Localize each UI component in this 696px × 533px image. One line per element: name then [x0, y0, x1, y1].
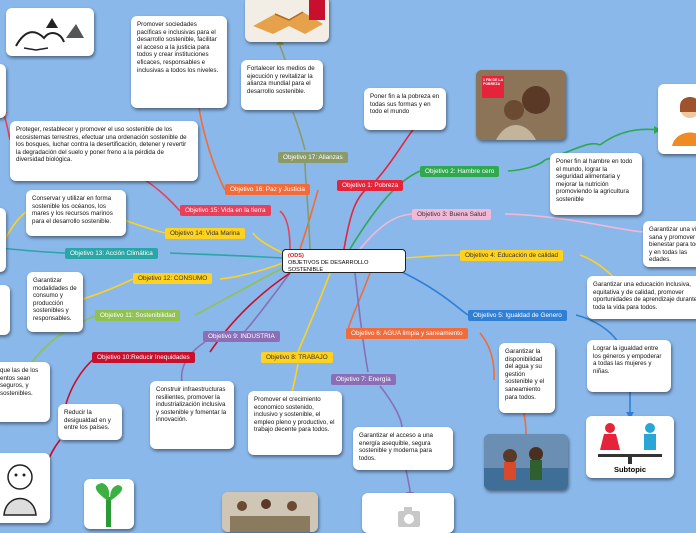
- offscreen-left-node[interactable]: [0, 64, 6, 118]
- objective-1-description[interactable]: Poner fin a la pobreza en todas sus form…: [364, 88, 446, 130]
- objective-12-tag[interactable]: Objetivo 12: CONSUMO: [133, 273, 213, 284]
- objective-5-description[interactable]: Lograr la igualdad entre los géneros y e…: [587, 340, 671, 392]
- family-photo-art: [476, 70, 566, 140]
- objective-3-description[interactable]: Garantizar una vida sana y promover el b…: [643, 221, 696, 267]
- objective-9-description[interactable]: Construir infraestructuras resilientes, …: [150, 381, 234, 449]
- gender-equality-image: Subtopic: [586, 416, 674, 478]
- objective-8-description[interactable]: Promover el crecimiento economico sosten…: [248, 391, 342, 455]
- poverty-badge-label: 1 FIN DE LA POBREZA: [483, 78, 503, 86]
- objective-5-tag[interactable]: Objetivo 5: Igualdad de Genero: [468, 310, 567, 321]
- objective-13-tag[interactable]: Objetivo 13: Acción Climática: [65, 248, 158, 259]
- objective-3-tag[interactable]: Objetivo 3: Buena Salud: [412, 209, 491, 220]
- subtopic-label: Subtopic: [613, 465, 647, 474]
- objective-10-tag[interactable]: Objetivo 10:Reducir Inequidades: [92, 352, 195, 363]
- camera-placeholder: [362, 493, 454, 533]
- central-topic[interactable]: (ODS) OBJETIVOS DE DESARROLLO SOSTENIBLE: [282, 249, 406, 273]
- person-icon: [672, 97, 696, 146]
- handshake-image: [245, 0, 329, 42]
- objective-14-tag[interactable]: Objetivo 14: Vida Marina: [165, 228, 245, 239]
- objective-11-description[interactable]: que las de los entos sean seguros, y sos…: [0, 362, 50, 422]
- offscreen-left-node-2[interactable]: [0, 208, 6, 272]
- central-topic-acronym: (ODS): [288, 253, 304, 259]
- cartoon-icon: [3, 464, 37, 516]
- objective-1-tag[interactable]: Objetivo 1: Pobreza: [337, 180, 404, 191]
- doves-icon: [15, 18, 84, 51]
- gender-equality-icon: [598, 423, 662, 464]
- central-topic-title: OBJETIVOS DE DESARROLLO SOSTENIBLE: [288, 260, 369, 273]
- objective-7-tag[interactable]: Objetivo 7: Energía: [331, 374, 396, 385]
- camera-placeholder-icon: [398, 507, 420, 527]
- objective-6-tag[interactable]: Objetivo 6: AGUA limpia y saneamiento: [346, 328, 468, 339]
- objective-15-tag[interactable]: Objetivo 15: Vida en la tierra: [180, 205, 271, 216]
- objective-17-description[interactable]: Fortalecer los medios de ejecución y rev…: [241, 60, 323, 110]
- objective-11-tag[interactable]: Objetivo 11: Sostenibilidad: [95, 310, 181, 321]
- objective-16-description[interactable]: Promover sociedades pacíficas e inclusiv…: [131, 16, 227, 108]
- objective-12-description[interactable]: Garantizar modalidades de consumo y prod…: [27, 272, 83, 332]
- objective-7-description[interactable]: Garantizar el acceso a una energía asequ…: [353, 427, 453, 470]
- objective-6-description[interactable]: Garantizar la disponibilidad del agua y …: [499, 343, 555, 413]
- objective-10-description[interactable]: Reducir la desigualdad en y entre los pa…: [58, 404, 122, 440]
- objective-8-tag[interactable]: Objetivo 8: TRABAJO: [261, 352, 333, 363]
- water-photo: [484, 434, 568, 490]
- family-photo: 1 FIN DE LA POBREZA: [476, 70, 566, 140]
- workers-photo: [222, 492, 318, 532]
- handshake-icon: [253, 0, 325, 34]
- water-photo-art: [484, 434, 568, 490]
- cartoon-image: [0, 453, 50, 523]
- objective-15-description[interactable]: Proteger, restablecer y promover el uso …: [10, 121, 198, 181]
- objective-16-tag[interactable]: Objetivo 16: Paz y Justicia: [225, 184, 310, 195]
- doves-image: [6, 8, 94, 56]
- sprout-image: [84, 479, 134, 529]
- objective-2-description[interactable]: Poner fin al hambre en todo el mundo, lo…: [550, 153, 642, 215]
- objective-17-tag[interactable]: Objetivo 17: Alianzas: [278, 152, 348, 163]
- objective-4-tag[interactable]: Objetivo 4: Educación de calidad: [460, 250, 564, 261]
- workers-photo-art: [222, 492, 318, 532]
- objective-9-tag[interactable]: Objetivo 9: INDUSTRIA: [203, 331, 280, 342]
- person-photo: [658, 84, 696, 154]
- sprout-icon: [95, 483, 123, 527]
- objective-14-description[interactable]: Conservar y utilizar en forma sostenible…: [26, 190, 126, 236]
- offscreen-left-node-3[interactable]: [0, 285, 10, 335]
- objective-2-tag[interactable]: Objetivo 2: Hambre cero: [420, 166, 500, 177]
- objective-4-description[interactable]: Garantizar una educación inclusiva, equi…: [587, 276, 696, 319]
- connector-lines: [0, 38, 661, 499]
